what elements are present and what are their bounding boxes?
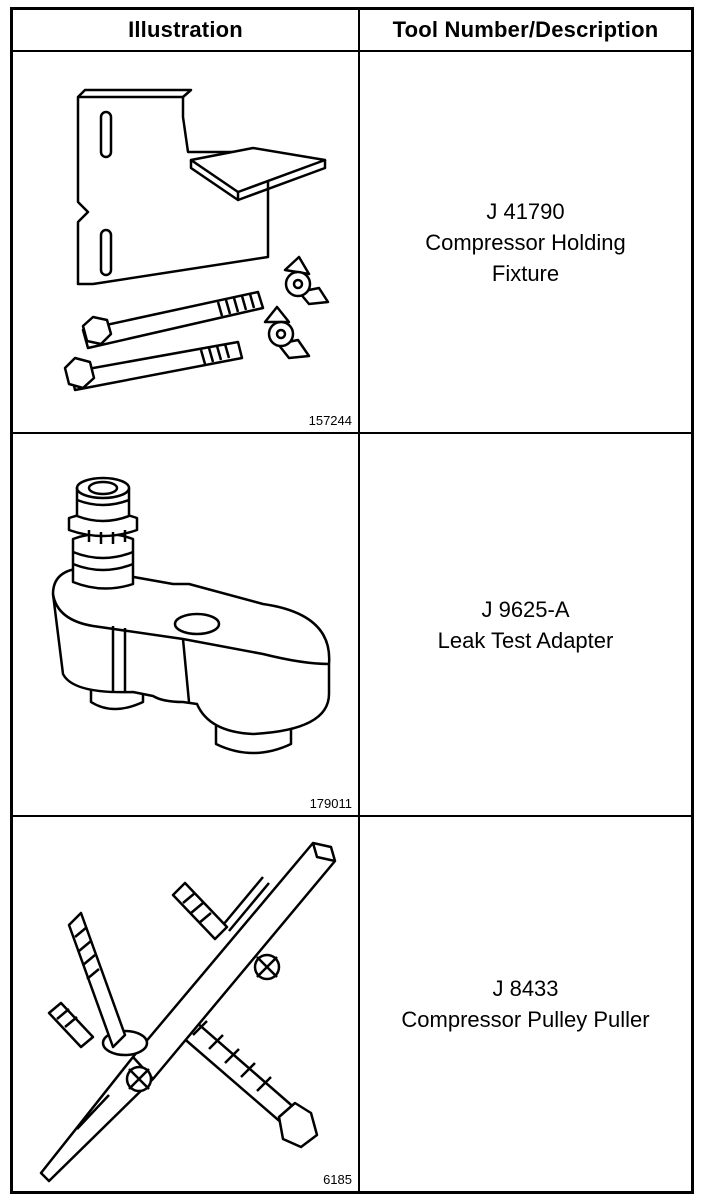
row-divider-1 (13, 432, 691, 434)
header-illustration: Illustration (128, 17, 243, 42)
row-divider-2 (13, 815, 691, 817)
column-divider (358, 10, 360, 1191)
header-tool-description: Tool Number/Description (392, 17, 659, 42)
figure-number-1: 157244 (308, 413, 352, 428)
header-divider (13, 50, 691, 52)
figure-number-2: 179011 (309, 796, 352, 811)
tool-number-3: J 8433 (492, 976, 559, 1001)
illustration-cell-3: 6185 (13, 817, 358, 1191)
tool-description-3a: Compressor Pulley Puller (401, 1007, 650, 1032)
tool-table: Illustration Tool Number/Description (10, 7, 694, 1194)
illustration-cell-1: 157244 (13, 52, 358, 432)
illustration-cell-2: 179011 (13, 434, 358, 815)
description-cell-1: J 41790 Compressor Holding Fixture (360, 52, 691, 432)
description-cell-2: J 9625-A Leak Test Adapter (360, 434, 691, 815)
tool-description-2a: Leak Test Adapter (437, 627, 614, 653)
tool-number-2: J 9625-A (481, 596, 570, 622)
holding-fixture-drawing (13, 52, 358, 432)
leak-test-adapter-drawing (13, 434, 358, 815)
description-cell-3: J 8433 Compressor Pulley Puller (360, 817, 691, 1191)
tool-description-1b: Fixture (491, 260, 560, 286)
figure-number-3: 6185 (323, 1172, 352, 1187)
pulley-puller-drawing (13, 817, 358, 1191)
tool-number-1: J 41790 (486, 198, 565, 224)
tool-description-1a: Compressor Holding (425, 229, 626, 255)
